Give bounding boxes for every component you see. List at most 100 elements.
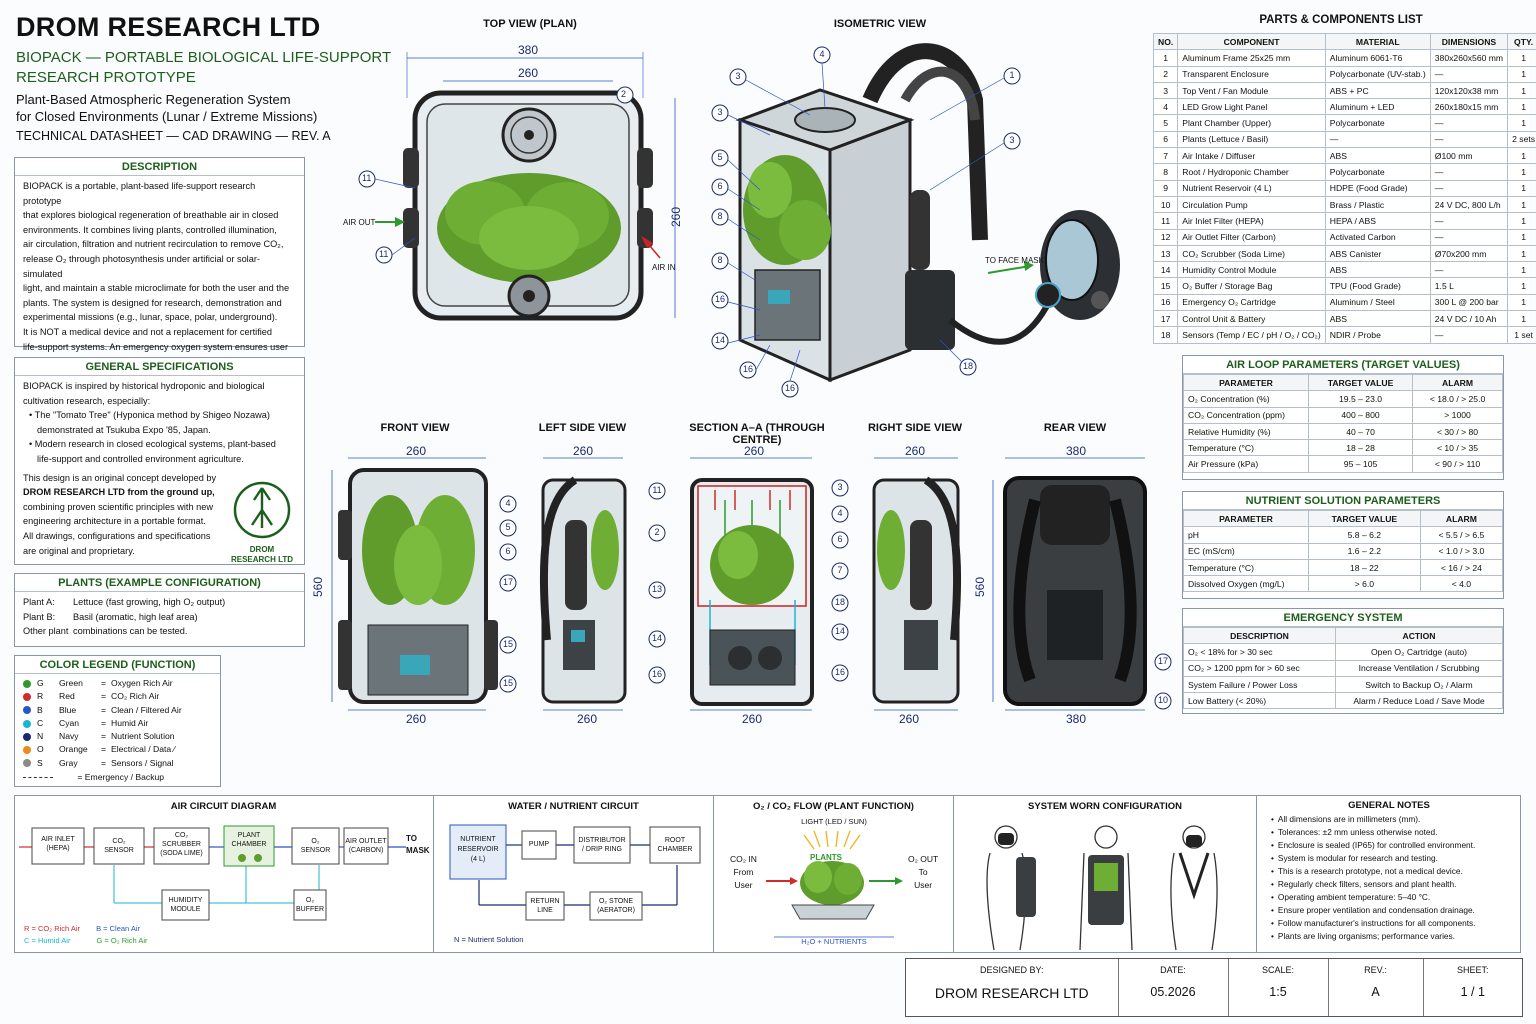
table-cell: < 1.0 / > 3.0 — [1419, 542, 1504, 560]
plants-title: PLANTS (EXAMPLE CONFIGURATION) — [15, 574, 304, 592]
legend-meaning: Humid Air — [111, 717, 149, 728]
note-item: •Operating ambient temperature: 5–40 °C. — [1271, 891, 1521, 904]
table-cell: Relative Humidity (%) — [1183, 422, 1309, 441]
table-cell: TPU (Food Grade) — [1324, 277, 1431, 295]
designed-by-cell: DESIGNED BY: DROM RESEARCH LTD — [906, 959, 1119, 1016]
table-cell: Air Outlet Filter (Carbon) — [1177, 228, 1326, 246]
plant-row-label: Plant B: — [23, 611, 56, 622]
legend-meaning: Clean / Filtered Air — [111, 704, 182, 715]
table-cell: 9 — [1152, 179, 1179, 197]
air-loop-panel: AIR LOOP PARAMETERS (TARGET VALUES) PARA… — [1182, 355, 1504, 480]
sheet-cell: SHEET: 1 / 1 — [1422, 959, 1522, 1016]
left-view-title: LEFT SIDE VIEW — [538, 422, 627, 434]
table-row: Dissolved Oxygen (mg/L)> 6.0< 4.0 — [1183, 575, 1504, 593]
callout-number: 16 — [651, 669, 662, 679]
table-cell: 95 – 105 — [1307, 455, 1414, 473]
table-cell: — — [1429, 114, 1509, 132]
table-cell: 5.8 – 6.2 — [1308, 526, 1421, 544]
node-pump: PUMP — [528, 841, 550, 848]
table-cell: HDPE (Food Grade) — [1324, 179, 1431, 197]
table-cell: 24 V DC / 10 Ah — [1429, 310, 1509, 328]
description-line: light, and maintain a stable microclimat… — [23, 283, 290, 294]
legend-dot-icon — [23, 746, 31, 755]
bullet: • — [1271, 853, 1274, 863]
table-cell: 1 set — [1507, 326, 1536, 344]
callout-number: 18 — [962, 361, 973, 371]
legend-eq: = — [101, 691, 107, 702]
table-cell: 1 — [1507, 195, 1536, 214]
description-line: life-support systems. An emergency oxyge… — [23, 341, 289, 352]
table-cell: Control Unit & Battery — [1177, 310, 1326, 328]
callout-number: 5 — [505, 522, 511, 532]
table-cell: Ø100 mm — [1429, 147, 1509, 165]
table-cell: Ø70x200 mm — [1429, 244, 1509, 263]
note-item: •System is modular for research and test… — [1271, 852, 1521, 865]
description-title: DESCRIPTION — [15, 158, 304, 176]
table-header-cell: TARGET VALUE — [1307, 373, 1414, 392]
general-specs-title: GENERAL SPECIFICATIONS — [15, 358, 304, 376]
legend-code: G — [37, 678, 44, 688]
table-cell: — — [1429, 228, 1509, 246]
node-distributor: DISTRIBUTOR/ DRIP RING — [578, 837, 626, 853]
plant-flow-title: O₂ / CO₂ FLOW (PLANT FUNCTION) — [753, 801, 914, 812]
front-dim-bottom: 260 — [406, 712, 427, 726]
rev-value: A — [1371, 985, 1380, 999]
bottom-row — [14, 795, 1521, 953]
table-header-cell: ALARM — [1419, 509, 1504, 528]
table-cell: Transparent Enclosure — [1177, 65, 1326, 83]
logo-text-2: RESEARCH LTD — [230, 555, 294, 564]
table-cell: CO₂ Scrubber (Soda Lime) — [1177, 244, 1326, 263]
table-cell: 14 — [1152, 261, 1179, 279]
table-header-cell: COMPONENT — [1177, 32, 1326, 51]
table-cell: 1 — [1507, 261, 1536, 279]
top-view-title: TOP VIEW (PLAN) — [483, 18, 577, 30]
table-row: Low Battery (< 20%)Alarm / Reduce Load /… — [1183, 692, 1503, 710]
table-cell: < 4.0 — [1419, 575, 1504, 593]
subtitle-1: Plant-Based Atmospheric Regeneration Sys… — [16, 92, 291, 107]
table-cell: 400 – 800 — [1307, 406, 1414, 424]
table-cell: < 90 / > 110 — [1412, 455, 1503, 473]
legend-meaning: Sensors / Signal — [111, 757, 174, 768]
top-dim-outer: 380 — [518, 43, 539, 57]
header: DROM RESEARCH LTD BIOPACK — PORTABLE BIO… — [16, 12, 396, 143]
notes-title: GENERAL NOTES — [1348, 800, 1430, 811]
specs-body-line: DROM RESEARCH LTD from the ground up, — [23, 487, 215, 498]
table-cell: ABS Canister — [1324, 244, 1431, 263]
table-cell: 260x180x15 mm — [1429, 98, 1509, 116]
callout-number: 7 — [837, 565, 843, 575]
table-row: CO₂ Concentration (ppm)400 – 800> 1000 — [1183, 406, 1503, 424]
rear-view-drawing — [992, 457, 1172, 711]
plant-flow-panel: O₂ / CO₂ FLOW (PLANT FUNCTION) LIGHT (LE… — [714, 795, 954, 953]
description-line: environments. It combines living plants,… — [23, 224, 277, 235]
legend-dot-icon — [23, 719, 31, 728]
specs-intro-2: cultivation research, especially: — [23, 395, 151, 406]
legend-eq: = — [101, 717, 107, 728]
table-cell: Root / Hydroponic Chamber — [1177, 163, 1326, 181]
plant-row-value: combinations can be tested. — [73, 626, 188, 637]
table-row: Temperature (°C)18 – 28< 10 / > 35 — [1183, 439, 1503, 457]
callout-number: 13 — [651, 584, 662, 594]
table-cell: 1 — [1507, 147, 1536, 165]
callout-number: 3 — [735, 71, 741, 81]
table-cell: ABS — [1324, 261, 1431, 279]
rear-dim-height: 560 — [973, 576, 988, 598]
node-air-inlet: AIR INLET(HEPA) — [41, 836, 75, 852]
table-row: Air Pressure (kPa)95 – 105< 90 / > 110 — [1183, 455, 1503, 473]
table-cell: 18 – 22 — [1308, 558, 1421, 577]
table-cell: Open O₂ Cartridge (auto) — [1335, 643, 1503, 661]
parts-title: PARTS & COMPONENTS LIST — [1259, 14, 1423, 26]
plant-row: Plant B:Basil (aromatic, high leaf area) — [23, 610, 296, 625]
table-cell: HEPA / ABS — [1324, 212, 1431, 230]
specs-bullet-1: • The "Tomato Tree" (Hyponica method by … — [29, 410, 270, 421]
note-item: •Ensure proper ventilation and condensat… — [1271, 904, 1521, 917]
